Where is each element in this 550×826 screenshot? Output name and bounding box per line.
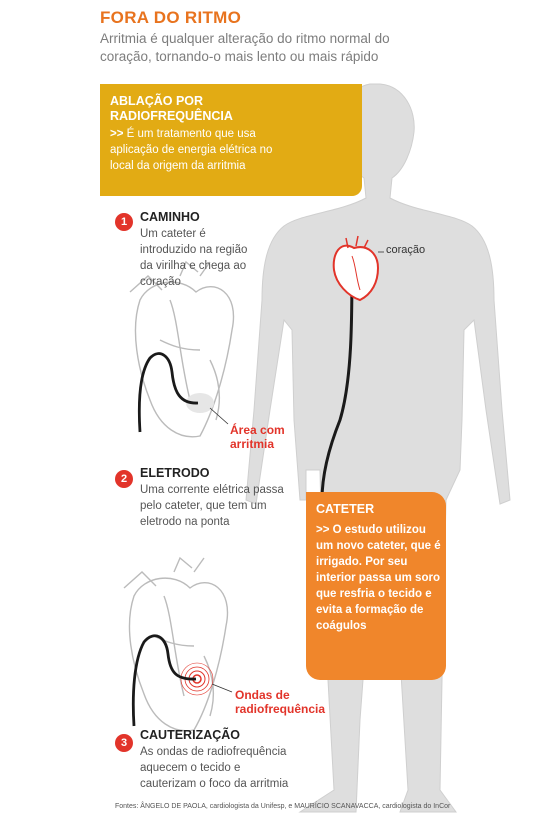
catheter-in-heart-1 <box>137 352 199 433</box>
cateter-description-text: O estudo utilizou um novo cateter, que é… <box>316 524 441 632</box>
arrhythmia-area-label: Área com arritmia <box>230 423 285 451</box>
waves-label: Ondas de radiofrequência <box>235 688 326 716</box>
ablation-description: >> É um tratamento que usa aplicação de … <box>110 126 295 174</box>
ablation-title: ABLAÇÃO POR RADIOFREQUÊNCIA <box>110 94 233 123</box>
catheter-in-heart-2 <box>131 634 197 727</box>
arrhythmia-area <box>186 393 214 413</box>
cateter-title: CATETER <box>316 502 375 516</box>
page-title: FORA DO RITMO <box>100 8 242 27</box>
heart-diagram-2 <box>123 556 229 732</box>
step-1-description: Um cateter é introduzido na região da vi… <box>140 228 248 288</box>
catheter-line-body <box>320 261 354 501</box>
subtitle: Arritmia é qualquer alteração do ritmo n… <box>100 31 390 64</box>
waves-label-leader <box>211 683 233 693</box>
step-1-title: CAMINHO <box>140 210 200 224</box>
step-2-title: ELETRODO <box>140 466 210 480</box>
step-2-description: Uma corrente elétrica passa pelo cateter… <box>140 484 284 528</box>
step-3-description: As ondas de radiofrequência aquecem o te… <box>140 746 289 790</box>
body-heart-icon <box>332 235 380 302</box>
sources: Fontes: ÂNGELO DE PAOLA, cardiologista d… <box>115 803 451 810</box>
heart-label: coração <box>386 244 426 256</box>
step-1-number: 1 <box>115 213 133 231</box>
arrhythmia-label-leader <box>209 407 229 425</box>
cateter-box: CATETER >> O estudo utilizou um novo cat… <box>306 492 446 680</box>
step-3-title: CAUTERIZAÇÃO <box>140 728 240 742</box>
ablation-description-text: É um tratamento que usa aplicação de ene… <box>110 128 273 172</box>
ablation-box: ABLAÇÃO POR RADIOFREQUÊNCIA >> É um trat… <box>100 84 362 196</box>
cateter-description: >> O estudo utilizou um novo cateter, qu… <box>316 522 441 634</box>
step-2-number: 2 <box>115 470 133 488</box>
ablation-arrow-icon: >> <box>110 128 124 140</box>
cateter-arrow-icon: >> <box>316 524 330 536</box>
step-3-number: 3 <box>115 734 133 752</box>
